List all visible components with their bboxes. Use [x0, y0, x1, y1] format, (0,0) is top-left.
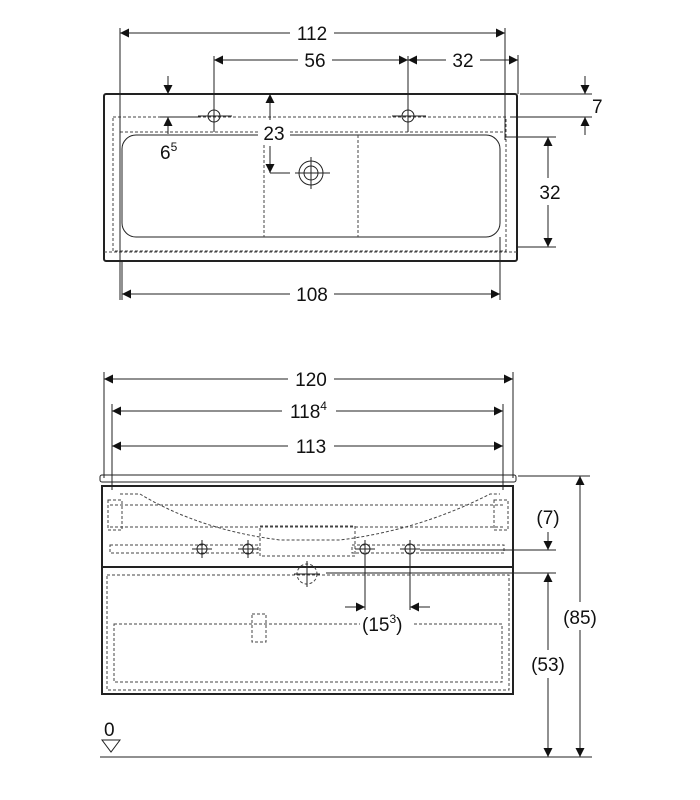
- cabinet-outline: [101, 485, 514, 695]
- dim-rim-offset: 65: [160, 140, 178, 164]
- rim-dashed: [112, 116, 507, 252]
- dim-cabinet-width: 1184: [290, 399, 327, 423]
- drain: [270, 157, 330, 189]
- dim-basin-width: 108: [296, 285, 328, 306]
- top-view: 112 56 32 7 65 23 32 108: [103, 22, 603, 306]
- front-view: 120 1184 113: [99, 368, 597, 758]
- dim-drain-height: (7): [536, 508, 559, 529]
- dim-total-height: (85): [563, 608, 597, 629]
- dim-overall-width-front: 120: [295, 370, 327, 391]
- tap-hole-left: [198, 56, 232, 132]
- drawer-handle: [251, 613, 267, 643]
- fixing-holes: [192, 540, 420, 610]
- dim-basin-depth: 32: [539, 183, 560, 204]
- basin-bowl: [121, 134, 501, 238]
- waste-outlet: [294, 561, 320, 587]
- dim-hole-spacing: (153): [362, 612, 402, 636]
- dim-tap-spacing: 56: [304, 51, 325, 72]
- washbasin-outline: [103, 93, 518, 262]
- floor-level-label: 0: [104, 720, 115, 741]
- floor-level-icon: [101, 739, 121, 753]
- dim-inner-width: 113: [296, 437, 326, 458]
- dim-overall-width: 112: [297, 24, 327, 45]
- tap-hole-right: [392, 56, 426, 132]
- dim-tap-to-edge: 32: [452, 51, 473, 72]
- countertop: [99, 474, 517, 483]
- dim-back-edge: 7: [592, 97, 603, 118]
- dim-drain-offset: 23: [263, 124, 284, 145]
- dim-waste-height: (53): [531, 655, 565, 676]
